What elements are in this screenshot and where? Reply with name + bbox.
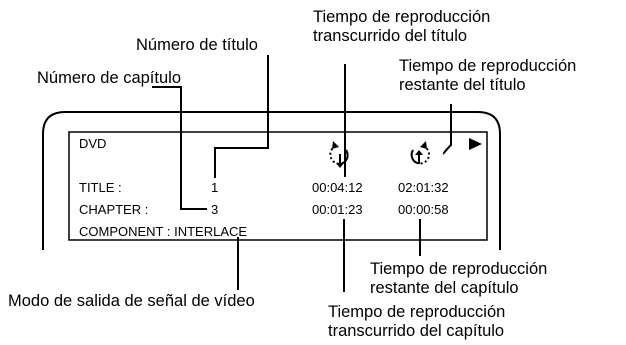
remaining-clock-icon xyxy=(410,141,430,165)
leader-numero-titulo xyxy=(214,55,269,178)
osd-chapter-number: 3 xyxy=(211,202,219,217)
callout-capitulo-restante: Tiempo de reproducción restante del capí… xyxy=(370,260,547,298)
osd-chapter-remaining: 00:00:58 xyxy=(398,202,449,217)
callout-line: restante del título xyxy=(399,76,526,94)
callout-titulo-restante: Tiempo de reproducción restante del títu… xyxy=(399,57,576,95)
osd-title-remaining: 02:01:32 xyxy=(398,180,449,195)
callout-titulo-transcurrido: Tiempo de reproducción transcurrido del … xyxy=(313,8,490,46)
osd-title-number: 1 xyxy=(211,180,219,195)
osd-box xyxy=(68,131,488,241)
callout-line: Tiempo de reproducción xyxy=(399,57,577,75)
callout-capitulo-transcurrido: Tiempo de reproducción transcurrido del … xyxy=(328,303,505,341)
osd-chapter-elapsed: 00:01:23 xyxy=(312,202,363,217)
callout-numero-titulo: Número de título xyxy=(136,36,258,54)
callout-line: Tiempo de reproducción xyxy=(313,8,491,26)
elapsed-clock-icon xyxy=(329,141,349,168)
leader-numero-capitulo xyxy=(152,86,207,210)
osd-chapter-label: CHAPTER : xyxy=(79,202,149,217)
callout-line: Tiempo de reproducción xyxy=(370,260,548,278)
callout-line: Tiempo de reproducción xyxy=(328,303,506,321)
callout-line: transcurrido del capítulo xyxy=(328,322,505,340)
leader-titulo-restante xyxy=(442,104,452,155)
callout-modo-salida: Modo de salida de señal de vídeo xyxy=(8,292,255,310)
callout-line: transcurrido del título xyxy=(313,27,468,45)
callout-line: restante del capítulo xyxy=(370,279,519,297)
tv-screen-frame xyxy=(42,111,501,250)
osd-output-mode: COMPONENT : INTERLACE xyxy=(79,224,248,239)
osd-title-elapsed: 00:04:12 xyxy=(312,180,363,195)
callout-numero-capitulo: Número de capítulo xyxy=(37,69,181,87)
osd-source-label: DVD xyxy=(79,136,107,151)
play-triangle-icon xyxy=(469,138,482,150)
osd-title-label: TITLE : xyxy=(79,180,122,195)
